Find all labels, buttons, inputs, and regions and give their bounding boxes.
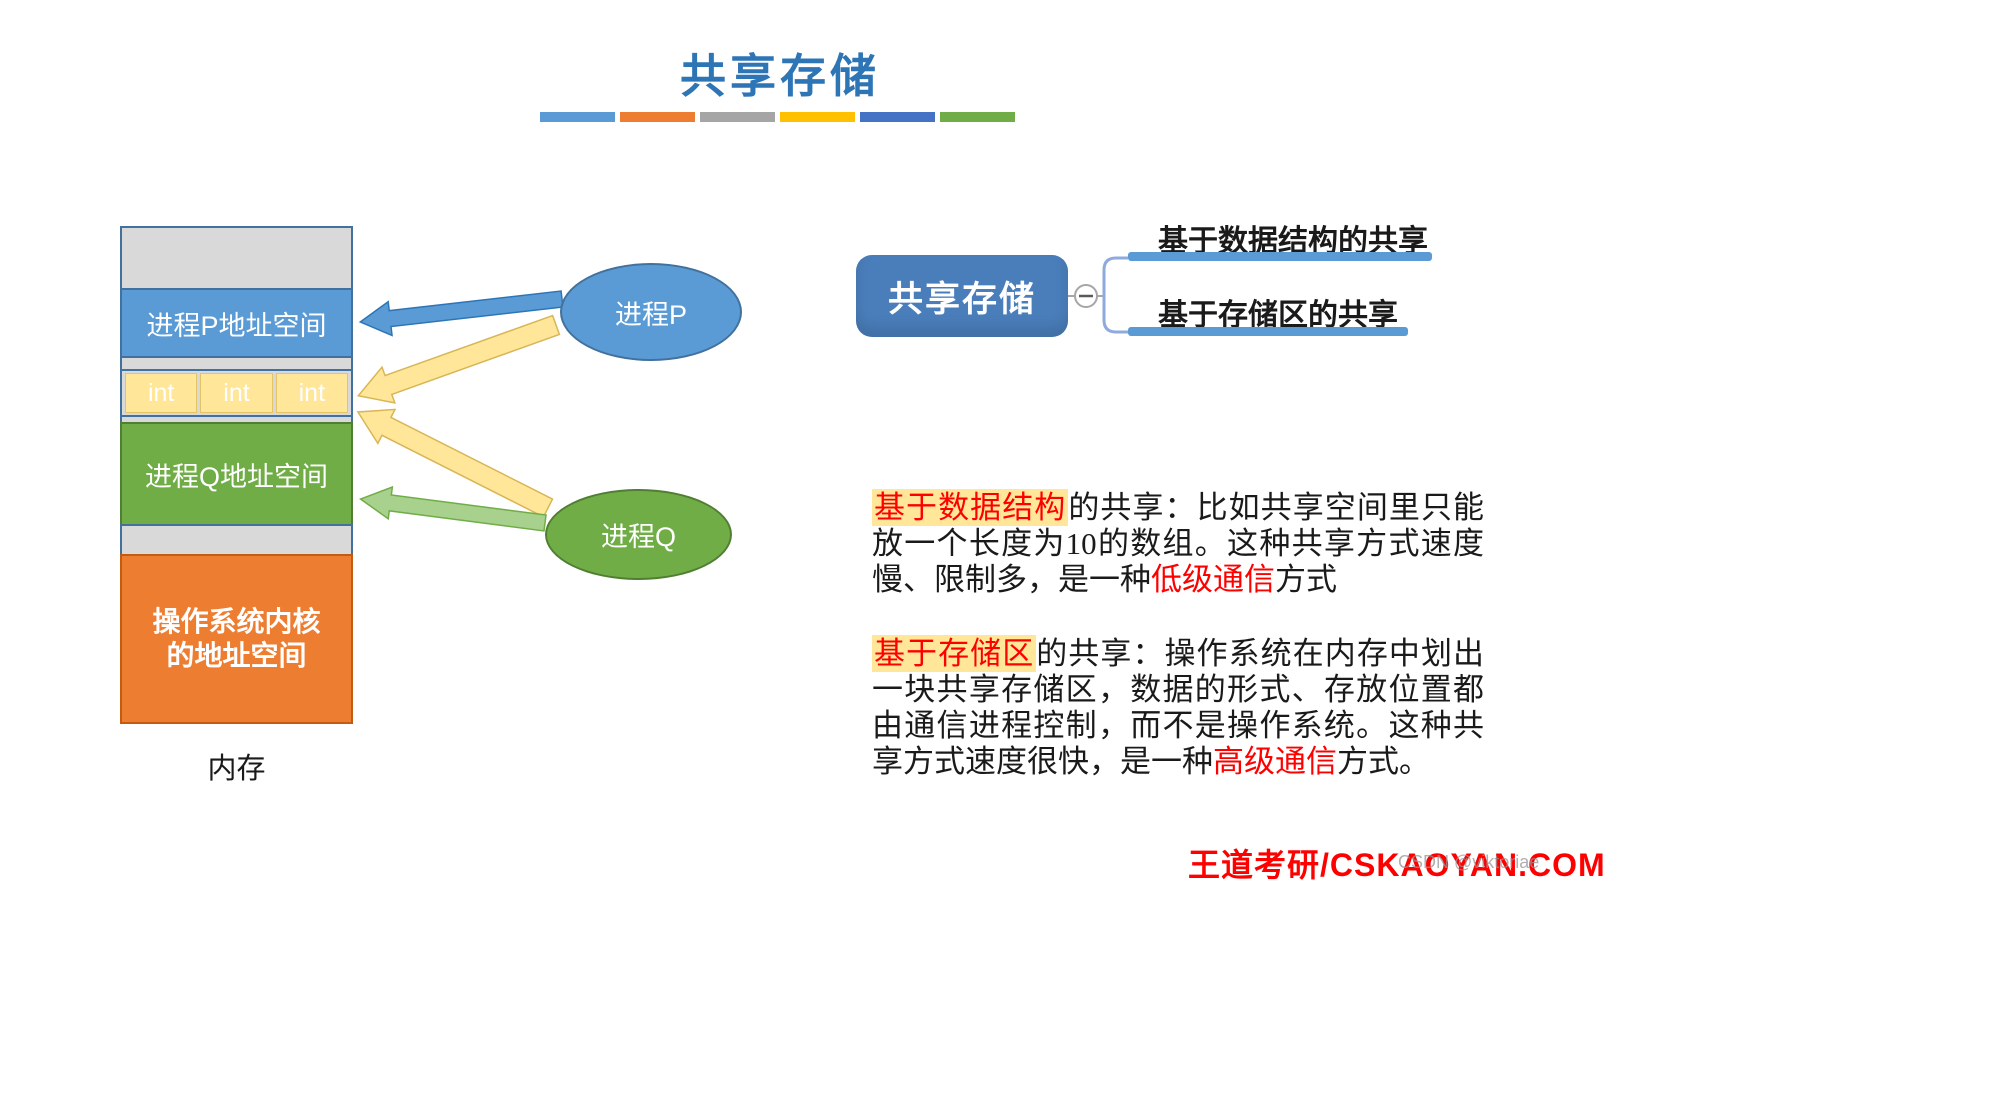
note-paragraph-data-structure: 基于数据结构的共享：比如共享空间里只能放一个长度为10的数组。这种共享方式速度慢… bbox=[872, 489, 1485, 598]
kernel-label-line1: 操作系统内核 bbox=[152, 606, 321, 637]
brand-text: 王道考研/CSKAOYAN.COM bbox=[1188, 847, 1606, 883]
accent-bar bbox=[700, 112, 775, 122]
kernel-label-line2: 的地址空间 bbox=[166, 640, 307, 671]
mindmap-branch-storage-area: 基于存储区的共享 bbox=[1158, 299, 1398, 332]
note-text: 的共享：比如共享空间里只能放一个长度为10的数组。这种共享方式速度慢、限制多，是… bbox=[872, 490, 1485, 597]
memory-block-kernel: 操作系统内核 的地址空间 bbox=[120, 554, 353, 724]
highlighted-term: 基于存储区 bbox=[872, 635, 1037, 672]
mindmap-bracket bbox=[1102, 256, 1128, 334]
arrow-p-to-shared-int bbox=[356, 314, 561, 404]
highlighted-term: 基于数据结构 bbox=[872, 489, 1069, 526]
process-q-label: 进程Q bbox=[600, 522, 676, 552]
shared-int-cell: int bbox=[200, 373, 273, 413]
memory-free-block-top bbox=[120, 226, 353, 290]
page-title: 共享存储 bbox=[680, 50, 880, 102]
accent-bar bbox=[780, 112, 855, 122]
collapse-icon bbox=[1074, 284, 1098, 308]
process-p-label: 进程P bbox=[614, 299, 687, 330]
accent-bar bbox=[940, 112, 1015, 122]
note-paragraph-storage-area: 基于存储区的共享：操作系统在内存中划出一块共享存储区，数据的形式、存放位置都由通… bbox=[872, 635, 1485, 780]
memory-diagram: 进程P地址空间 int int int 进程Q地址空间 操作系统内核 的地址空间 bbox=[120, 226, 353, 724]
accent-bar bbox=[620, 112, 695, 122]
note-tail: 方式。 bbox=[1337, 744, 1430, 779]
arrow-q-to-shared-int bbox=[356, 408, 554, 518]
red-emphasis: 低级通信 bbox=[1151, 562, 1275, 597]
red-emphasis: 高级通信 bbox=[1213, 744, 1337, 779]
arrow-p-to-process-p-block bbox=[358, 290, 564, 337]
mindmap-root-node: 共享存储 bbox=[856, 255, 1068, 337]
note-tail: 方式 bbox=[1275, 562, 1337, 597]
title-accent-bars bbox=[540, 112, 1015, 122]
note-text: 的共享：操作系统在内存中划出一块共享存储区，数据的形式、存放位置都由通信进程控制… bbox=[872, 636, 1485, 779]
memory-shared-int-row: int int int bbox=[120, 369, 353, 417]
notes-block: 基于数据结构的共享：比如共享空间里只能放一个长度为10的数组。这种共享方式速度慢… bbox=[872, 489, 1485, 780]
mindmap-branch-underline bbox=[1128, 252, 1432, 261]
process-q-ellipse: 进程Q bbox=[545, 489, 732, 580]
memory-free-block bbox=[120, 524, 353, 556]
shared-int-cell: int bbox=[125, 373, 198, 413]
memory-block-process-q: 进程Q地址空间 bbox=[120, 422, 353, 526]
arrow-q-to-process-q-block bbox=[358, 485, 547, 532]
watermark-text: CSDN @viktoriae bbox=[1398, 852, 1540, 872]
memory-caption: 内存 bbox=[207, 753, 266, 785]
mindmap-branch-underline bbox=[1128, 327, 1408, 336]
accent-bar bbox=[540, 112, 615, 122]
memory-block-process-p: 进程P地址空间 bbox=[120, 288, 353, 358]
shared-int-cell: int bbox=[275, 373, 348, 413]
accent-bar bbox=[860, 112, 935, 122]
process-p-ellipse: 进程P bbox=[560, 263, 742, 361]
